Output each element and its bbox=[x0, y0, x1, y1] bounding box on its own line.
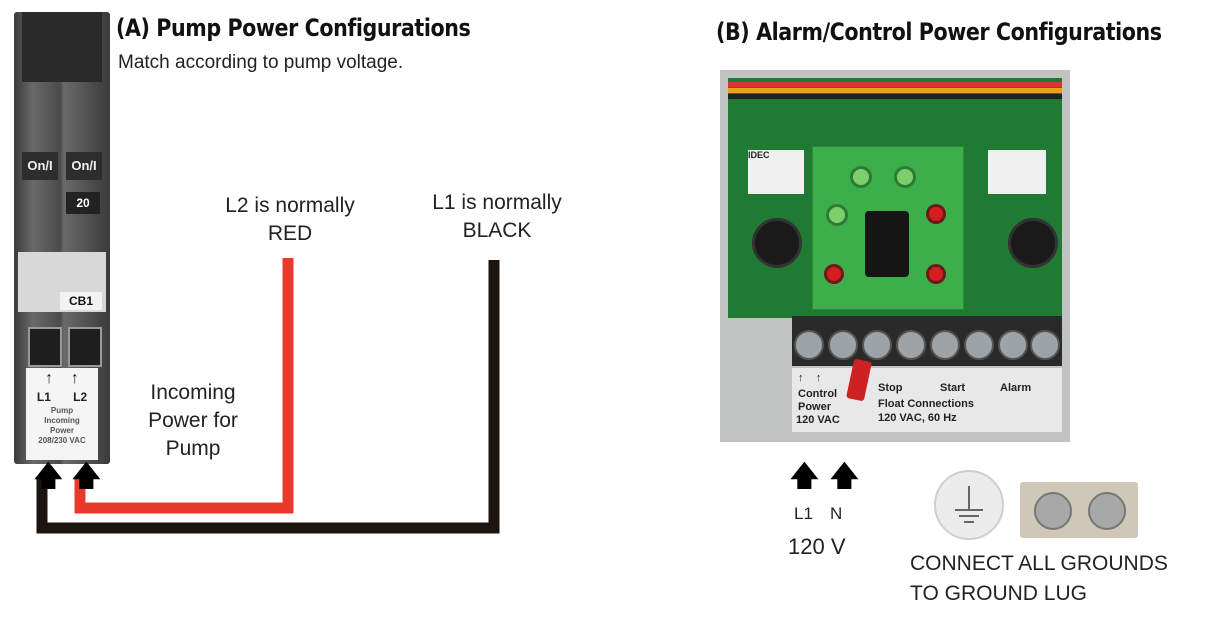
plate-line-1: Pump bbox=[50, 406, 74, 415]
terminal-label-strip: ↑ ↑ Control Power 120 VAC Stop Start Ala… bbox=[792, 368, 1062, 432]
breaker-terminal-l1: L1 bbox=[36, 390, 51, 404]
breaker-screw-l1 bbox=[28, 327, 62, 367]
float-label-alarm: Alarm bbox=[1000, 382, 1032, 394]
l1-up-arrow-icon: 🡅 bbox=[34, 460, 63, 491]
terminal-screw-icon bbox=[828, 330, 858, 360]
breaker-screw-l2 bbox=[68, 327, 102, 367]
incoming-line-1: Incoming bbox=[150, 381, 236, 404]
plate-line-2: Incoming bbox=[44, 416, 80, 425]
control-label-3: 120 VAC bbox=[796, 414, 840, 426]
control-voltage-label: 120 V bbox=[788, 534, 846, 559]
up-arrow-icons: ↑ ↑ bbox=[45, 370, 79, 387]
terminal-screw-icon bbox=[862, 330, 892, 360]
terminal-screw-icon bbox=[1030, 330, 1060, 360]
green-led-icon bbox=[897, 169, 913, 185]
wiring-diagram bbox=[36, 258, 500, 534]
float-label-start: Start bbox=[940, 382, 966, 394]
terminal-screw-icon bbox=[896, 330, 926, 360]
lug-screw-icon bbox=[1088, 492, 1126, 530]
l2-label: L2 is normally RED bbox=[202, 192, 378, 248]
ground-text-line-1: CONNECT ALL GROUNDS bbox=[910, 552, 1168, 575]
terminal-arrows-icon: ↑ ↑ bbox=[798, 372, 822, 384]
plate-line-4: 208/230 VAC bbox=[38, 436, 86, 445]
l2-red-wire bbox=[74, 258, 294, 514]
panel-a-title: (A) Pump Power Configurations bbox=[116, 14, 471, 42]
l1-label: L1 is normally BLACK bbox=[408, 189, 586, 245]
breaker-switch-right: On/I bbox=[66, 152, 102, 180]
l1-control-up-arrow-icon: 🡅 bbox=[790, 460, 819, 491]
l1-black-wire bbox=[36, 260, 500, 534]
breaker-cb-label: CB1 bbox=[60, 292, 102, 310]
control-n-label: N bbox=[830, 504, 843, 523]
l2-label-line-1: L2 is normally bbox=[225, 194, 355, 217]
breaker-plate: ↑ ↑ L1 L2 Pump Incoming Power 208/230 VA… bbox=[26, 368, 98, 460]
incoming-line-2: Power for bbox=[148, 409, 238, 432]
board-wire-orange bbox=[728, 88, 1062, 93]
terminal-block bbox=[792, 316, 1062, 366]
panel-a-subtitle: Match according to pump voltage. bbox=[118, 52, 404, 73]
green-led-icon bbox=[853, 169, 869, 185]
circuit-board: IDEC bbox=[728, 78, 1062, 318]
ground-lug bbox=[1020, 482, 1138, 538]
l2-label-line-2: RED bbox=[267, 222, 313, 245]
ground-instruction: CONNECT ALL GROUNDS TO GROUND LUG bbox=[910, 549, 1168, 609]
float-caption-1: Float Connections bbox=[878, 398, 974, 410]
red-led-icon bbox=[929, 267, 943, 281]
incoming-power-label: Incoming Power for Pump bbox=[130, 379, 256, 463]
green-led-icon bbox=[829, 207, 845, 223]
idec-relay: IDEC bbox=[748, 150, 804, 194]
ground-symbol-icon bbox=[934, 470, 1004, 540]
control-board-photo: IDEC ↑ ↑ Control Power 120 VAC Stop Star… bbox=[720, 70, 1070, 442]
breaker-amp-rating: 20 bbox=[66, 192, 100, 214]
panel-b-title: (B) Alarm/Control Power Configurations bbox=[716, 18, 1162, 46]
breaker-switch-left: On/I bbox=[22, 152, 58, 180]
control-panel bbox=[812, 146, 964, 310]
plate-line-3: Power bbox=[49, 426, 74, 435]
incoming-line-3: Pump bbox=[165, 437, 221, 460]
board-wire-black bbox=[728, 94, 1062, 99]
n-control-up-arrow-icon: 🡅 bbox=[830, 460, 859, 491]
l1-label-line-2: BLACK bbox=[462, 219, 532, 242]
l2-up-arrow-icon: 🡅 bbox=[72, 460, 101, 491]
rocker-switch bbox=[865, 211, 909, 277]
control-l1-label: L1 bbox=[794, 504, 813, 523]
terminal-screw-icon bbox=[964, 330, 994, 360]
red-led-icon bbox=[827, 267, 841, 281]
float-label-stop: Stop bbox=[878, 382, 903, 394]
lug-screw-icon bbox=[1034, 492, 1072, 530]
left-knob-icon bbox=[752, 218, 802, 268]
circuit-breaker: On/I On/I 20 CB1 ↑ ↑ L1 L2 Pump Incoming… bbox=[14, 12, 110, 464]
terminal-screw-icon bbox=[930, 330, 960, 360]
l1-label-line-1: L1 is normally bbox=[432, 191, 562, 214]
control-label-2: Power bbox=[798, 401, 832, 413]
ce-relay bbox=[988, 150, 1046, 194]
idec-label: IDEC bbox=[748, 150, 770, 160]
control-label-1: Control bbox=[798, 388, 838, 400]
ground-text-line-2: TO GROUND LUG bbox=[910, 582, 1087, 605]
breaker-top bbox=[22, 12, 102, 82]
board-wire-red bbox=[728, 82, 1062, 87]
terminal-screw-icon bbox=[794, 330, 824, 360]
red-led-icon bbox=[929, 207, 943, 221]
float-caption-2: 120 VAC, 60 Hz bbox=[878, 412, 957, 424]
terminal-screw-icon bbox=[998, 330, 1028, 360]
right-knob-icon bbox=[1008, 218, 1058, 268]
breaker-terminal-l2: L2 bbox=[73, 390, 88, 404]
